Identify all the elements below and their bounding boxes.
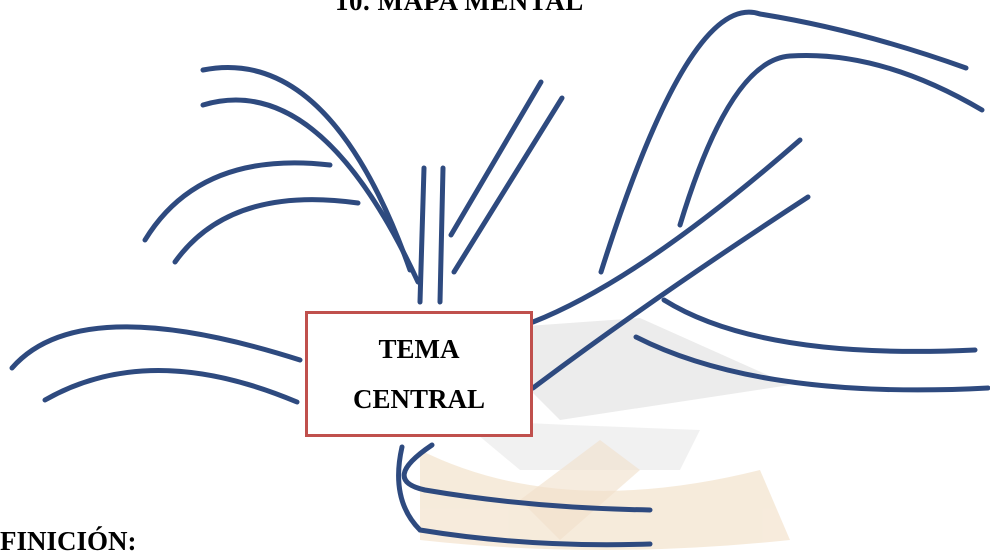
branch (451, 95, 565, 275)
branch (142, 160, 333, 243)
branch (401, 442, 653, 513)
branch (200, 97, 421, 285)
graduation-cap-watermark (420, 318, 790, 550)
branch (530, 137, 803, 325)
branches (9, 9, 990, 548)
page-heading: 10. MAPA MENTAL (335, 0, 584, 16)
definition-label: FINICIÓN: (0, 526, 137, 556)
branch (598, 9, 969, 275)
branch (417, 165, 427, 305)
branch (633, 334, 990, 393)
branch (661, 297, 978, 354)
branch (677, 52, 985, 228)
branch (172, 197, 361, 265)
central-topic-line-2: CENTRAL (352, 384, 486, 414)
branch (396, 444, 653, 548)
branch (200, 65, 413, 273)
central-topic-line-1: TEMA (378, 334, 460, 364)
branch (530, 194, 811, 391)
central-topic-box: TEMA CENTRAL (305, 311, 533, 437)
branch (437, 165, 446, 305)
branch (9, 324, 303, 371)
branch (448, 79, 544, 238)
branch (42, 368, 300, 405)
